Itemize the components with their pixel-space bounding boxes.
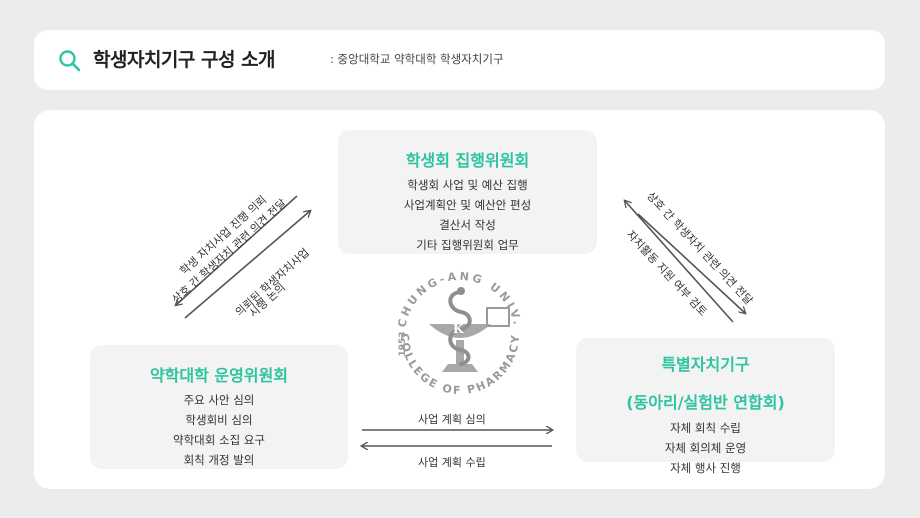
special-body-item: 자체 회의체 운영 — [664, 441, 747, 455]
operating-committee-item: 주요 사안 심의 — [183, 393, 255, 407]
arrow-label-bottom-lower: 사업 계획 수립 — [418, 456, 486, 469]
arrow-label-bottom-upper: 사업 계획 심의 — [418, 413, 486, 426]
seal-year: 1953 — [398, 331, 408, 356]
operating-committee-box: 약학대학 운영위원회 주요 사안 심의 학생회비 심의 약학대회 소집 요구 회… — [90, 345, 348, 469]
executive-committee-box: 학생회 집행위원회 학생회 사업 및 예산 집행 사업계획안 및 예산안 편성 … — [338, 130, 597, 254]
search-icon — [59, 50, 81, 72]
executive-committee-item: 기타 집행위원회 업무 — [416, 238, 519, 252]
arrow-right-lower — [625, 201, 734, 323]
special-body-heading: 특별자치기구 — [661, 355, 750, 374]
special-body-item: 자체 회칙 수립 — [670, 421, 741, 435]
operating-committee-item: 약학대회 소집 요구 — [173, 433, 265, 447]
executive-committee-item: 결산서 작성 — [439, 218, 496, 232]
executive-committee-heading: 학생회 집행위원회 — [405, 151, 530, 170]
page-title: 학생자치기구 구성 소개 — [93, 49, 276, 71]
operating-committee-item: 학생회비 심의 — [185, 413, 253, 427]
operating-committee-item: 회칙 개정 발의 — [183, 453, 255, 467]
arrow-left-upper — [176, 195, 298, 305]
header-bar — [34, 30, 885, 90]
executive-committee-item: 사업계획안 및 예산안 편성 — [403, 198, 532, 212]
special-body-item: 자체 행사 진행 — [670, 461, 741, 475]
page-subtitle: : 중앙대학교 약학대학 학생자치기구 — [330, 52, 504, 66]
college-seal-emblem: CHUNG-ANG UNIV. COLLEGE OF PHARMACY 1953… — [395, 270, 524, 397]
special-body-subheading: (동아리/실험반 연합회) — [626, 393, 785, 412]
special-body-box: 특별자치기구 (동아리/실험반 연합회) 자체 회칙 수립 자체 회의체 운영 … — [576, 338, 835, 475]
arrow-left-lower — [184, 211, 310, 319]
seal-top-text: CHUNG-ANG UNIV. — [395, 270, 521, 329]
arrow-right-upper — [637, 213, 745, 313]
executive-committee-item: 학생회 사업 및 예산 집행 — [407, 178, 528, 192]
svg-text:K: K — [453, 322, 464, 336]
svg-text:CHUNG-ANG UNIV.: CHUNG-ANG UNIV. — [395, 270, 524, 329]
operating-committee-heading: 약학대학 운영위원회 — [149, 366, 289, 385]
